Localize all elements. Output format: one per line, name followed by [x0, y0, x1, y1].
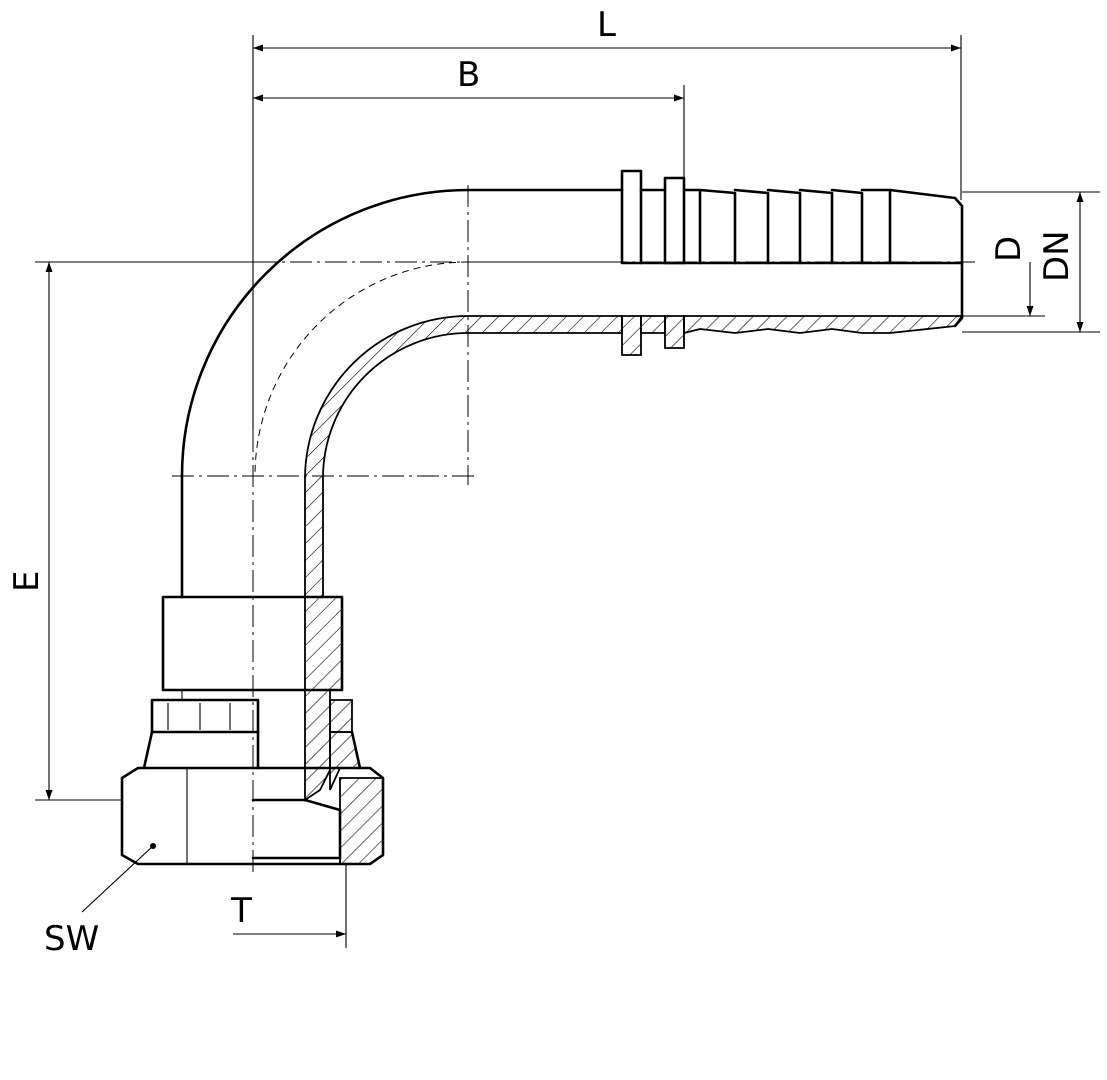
label-e: E [7, 571, 47, 592]
dimension-labels: L B E D DN T SW [7, 5, 1077, 959]
label-sw: SW [44, 919, 99, 959]
label-b: B [457, 55, 480, 95]
dimensions [35, 35, 1100, 948]
center-lines [172, 185, 975, 875]
label-l: L [597, 5, 616, 45]
hose-tail [620, 169, 964, 356]
label-d: D [989, 236, 1029, 262]
swivel-nut [120, 595, 385, 866]
elbow-body [180, 188, 624, 802]
label-dn: DN [1037, 230, 1077, 282]
label-t: T [230, 891, 252, 931]
